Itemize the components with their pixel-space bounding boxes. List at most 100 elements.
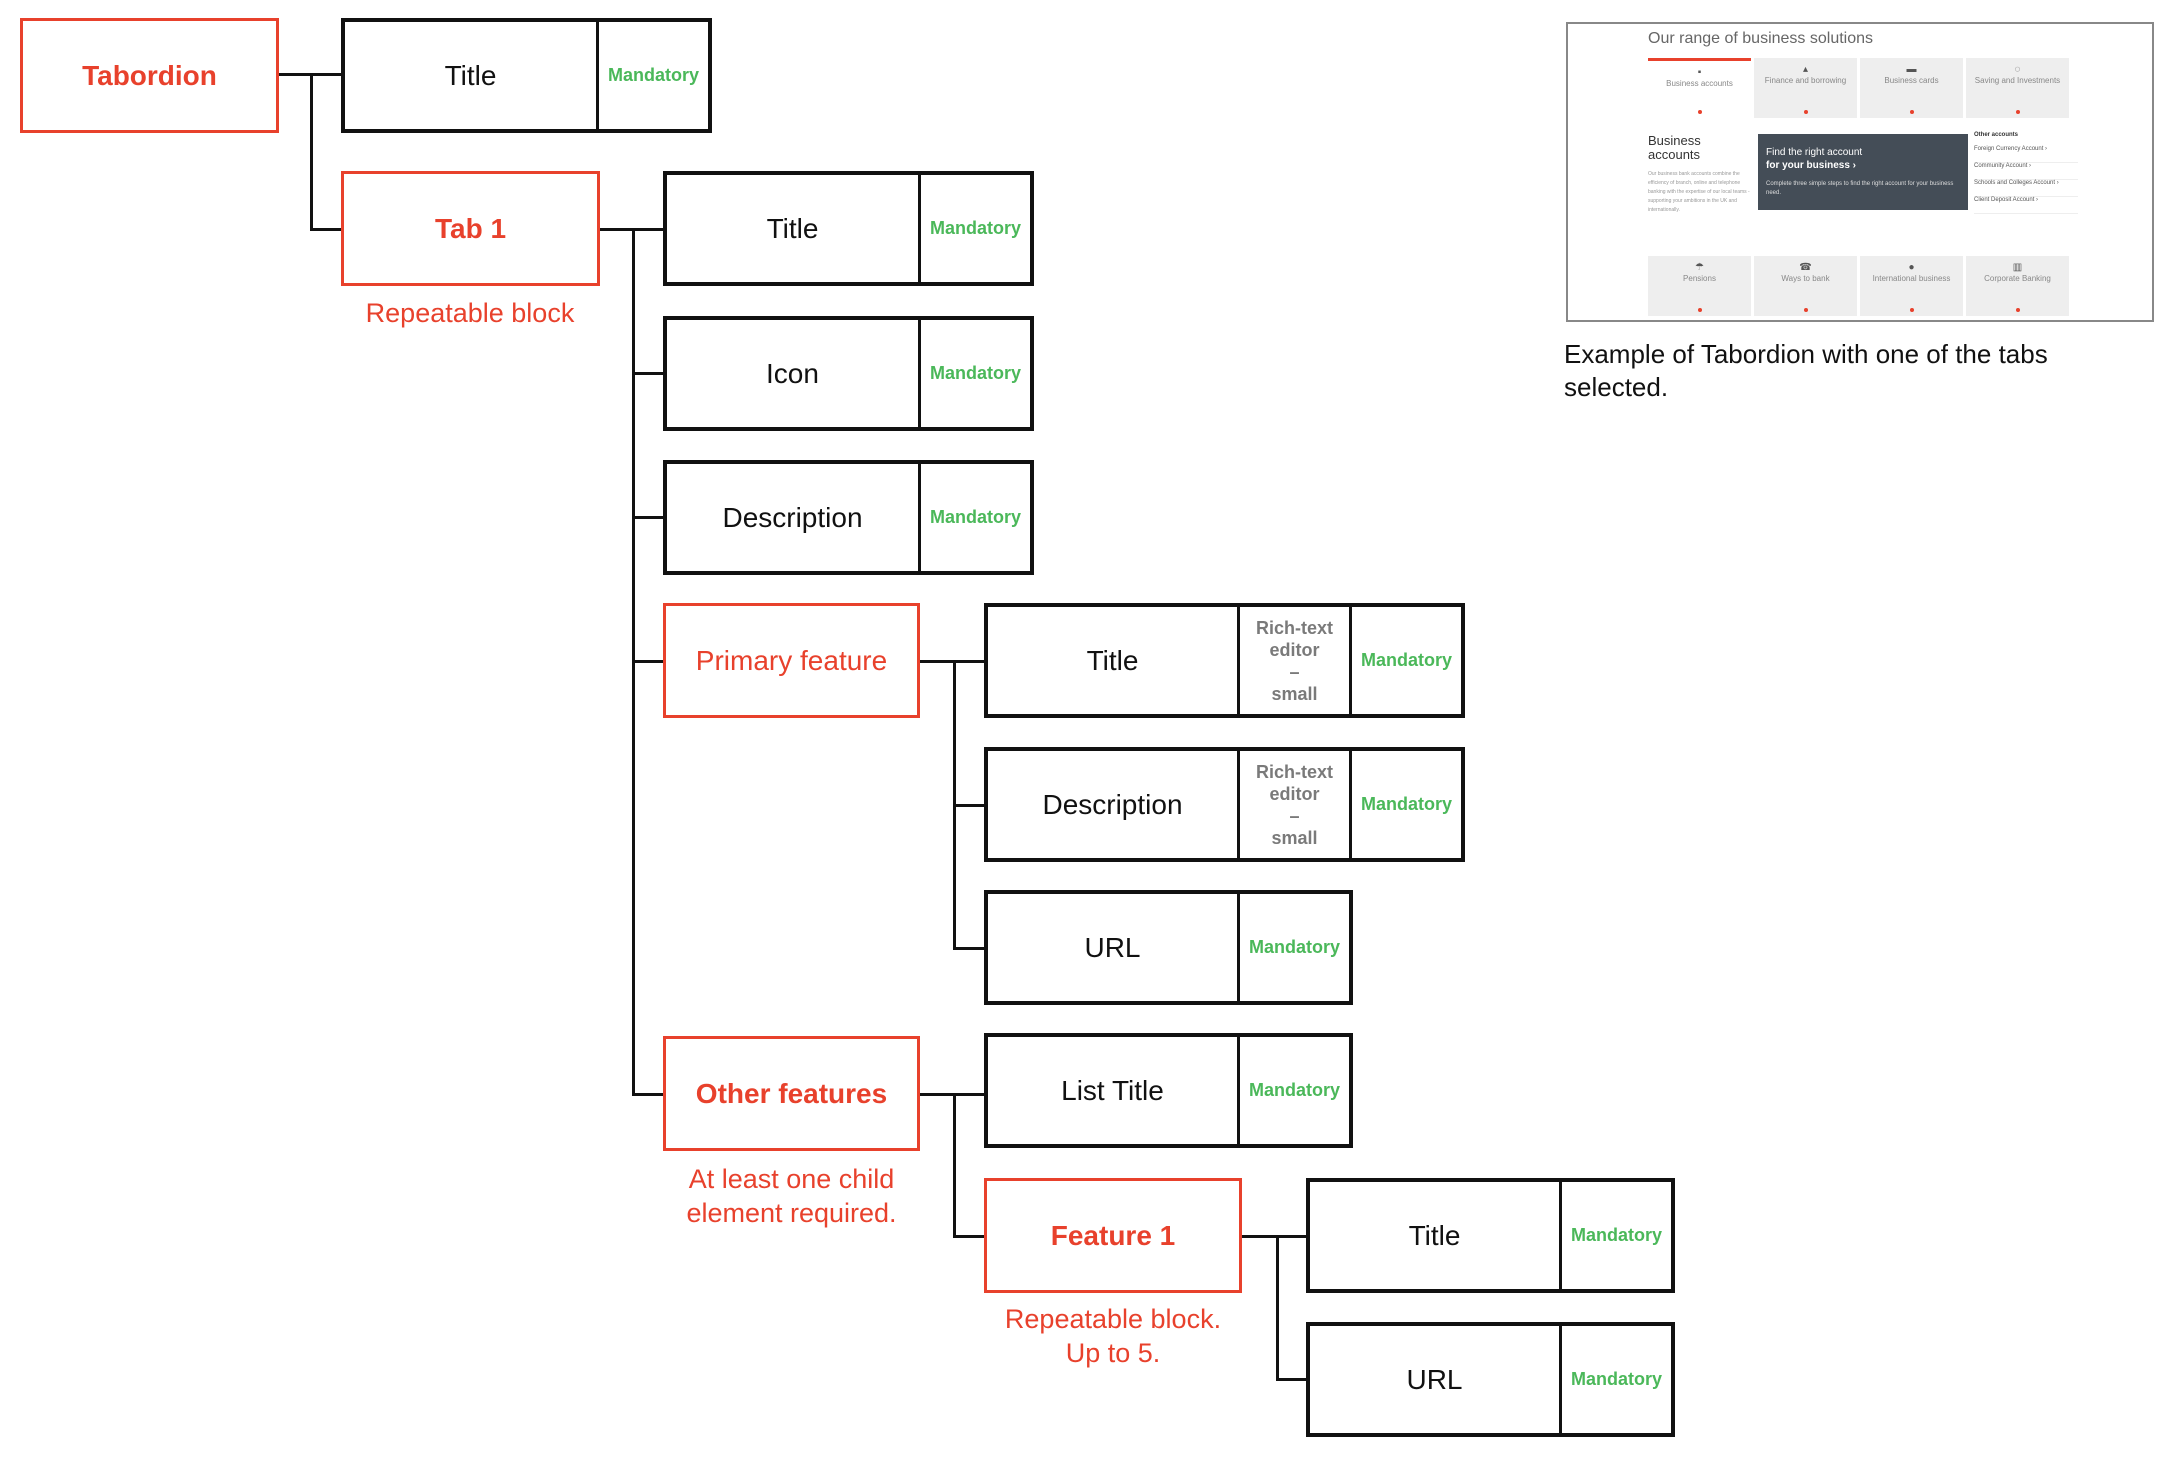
note-line: element required. — [686, 1198, 897, 1228]
connector-line — [632, 516, 667, 519]
primary-title-field: Title Rich-text editor – small Mandatory — [984, 603, 1465, 718]
feature-note: Repeatable block. Up to 5. — [960, 1302, 1266, 1370]
editor-line: – — [1289, 661, 1300, 682]
field-label: Title — [1086, 644, 1139, 676]
preview-tab-saving[interactable]: ◌ Saving and Investments — [1966, 58, 2069, 118]
umbrella-icon: ☂ — [1695, 262, 1704, 273]
mandatory-badge: Mandatory — [1559, 1326, 1671, 1433]
tab-label: Tab 1 — [434, 212, 507, 244]
tab-node: Tab 1 — [341, 171, 600, 286]
preview-tabs-top: ▪ Business accounts ▴ Finance and borrow… — [1648, 58, 2072, 118]
editor-line: Rich-text — [1255, 617, 1333, 638]
feature-title-field: Title Mandatory — [1306, 1178, 1675, 1293]
editor-line: Rich-text — [1255, 761, 1333, 782]
preview-other-item[interactable]: Community Account › — [1974, 163, 2078, 180]
piggy-icon: ◌ — [2014, 64, 2021, 75]
dot-icon — [1697, 308, 1702, 312]
card-icon: ▬ — [1906, 64, 1917, 75]
preview-tab-label: Finance and borrowing — [1764, 76, 1847, 85]
connector-line — [632, 1093, 667, 1096]
preview-feature-title: Find the right account for your business… — [1766, 146, 1906, 172]
editor-line: editor — [1269, 783, 1320, 804]
note-line: Up to 5. — [1065, 1338, 1161, 1368]
tab-icon-field: Icon Mandatory — [663, 316, 1034, 431]
feature-node: Feature 1 — [984, 1178, 1242, 1293]
preview-tab-label: Pensions — [1683, 274, 1716, 283]
connector-line — [1276, 1235, 1279, 1381]
chart-icon: ▴ — [1802, 64, 1809, 75]
field-label: Title — [1408, 1219, 1461, 1251]
preview-other-heading: Other accounts — [1974, 132, 2019, 138]
rich-text-editor-tag: Rich-text editor – small — [1237, 751, 1349, 858]
preview-tab-pensions[interactable]: ☂ Pensions — [1648, 256, 1751, 316]
field-label: Icon — [766, 357, 819, 389]
mandatory-badge: Mandatory — [1237, 894, 1349, 1001]
editor-line: editor — [1269, 639, 1320, 660]
preview-tab-label: Corporate Banking — [1984, 274, 2051, 283]
dot-icon — [1803, 308, 1808, 312]
mandatory-badge: Mandatory — [1349, 751, 1461, 858]
field-label: Description — [1042, 788, 1183, 820]
editor-line: – — [1289, 805, 1300, 826]
dot-icon — [1697, 110, 1702, 114]
field-label: List Title — [1061, 1074, 1164, 1106]
preview-tab-international[interactable]: ● International business — [1860, 256, 1963, 316]
mandatory-badge: Mandatory — [596, 22, 708, 129]
preview-panel-title: Business accounts — [1648, 133, 1701, 162]
mandatory-badge: Mandatory — [918, 175, 1030, 282]
tabordion-label: Tabordion — [82, 59, 217, 91]
preview-feature-description: Complete three simple steps to find the … — [1766, 181, 1954, 196]
tab-title-field: Title Mandatory — [663, 171, 1034, 286]
preview-tab-label: International business — [1872, 274, 1951, 283]
connector-line — [953, 947, 987, 950]
field-label: URL — [1406, 1363, 1463, 1395]
connector-line — [1276, 1378, 1310, 1381]
editor-line: small — [1271, 683, 1318, 704]
field-label: Description — [722, 501, 863, 533]
tab-note: Repeatable block — [365, 298, 575, 328]
other-features-node: Other features — [663, 1036, 920, 1151]
preview-tab-corporate[interactable]: ▥ Corporate Banking — [1966, 256, 2069, 316]
preview-other-item[interactable]: Schools and Colleges Account › — [1974, 180, 2078, 197]
preview-panel-description: Our business bank accounts combine the e… — [1648, 171, 1750, 213]
preview-tab-ways-to-bank[interactable]: ☎ Ways to bank — [1754, 256, 1857, 316]
feature-title-line: Find the right account — [1766, 147, 1863, 158]
connector-line — [1241, 1235, 1310, 1238]
feature-url-field: URL Mandatory — [1306, 1322, 1675, 1437]
feature-title-line: for your business › — [1766, 160, 1857, 171]
field-label: URL — [1084, 931, 1141, 963]
preview-tab-label: Business cards — [1884, 76, 1939, 85]
mandatory-badge: Mandatory — [1237, 1037, 1349, 1144]
other-features-note: At least one child element required. — [640, 1162, 943, 1230]
rich-text-editor-tag: Rich-text editor – small — [1237, 607, 1349, 714]
note-line: At least one child — [688, 1164, 895, 1194]
mandatory-badge: Mandatory — [1349, 607, 1461, 714]
preview-tab-finance[interactable]: ▴ Finance and borrowing — [1754, 58, 1857, 118]
preview-primary-feature[interactable]: Find the right account for your business… — [1758, 134, 1968, 210]
other-features-label: Other features — [695, 1077, 888, 1109]
preview-tab-label: Business accounts — [1666, 79, 1733, 88]
tabordion-node: Tabordion — [20, 18, 279, 133]
mandatory-badge: Mandatory — [1559, 1182, 1671, 1289]
preview-other-item[interactable]: Foreign Currency Account › — [1974, 146, 2078, 163]
preview-other-item[interactable]: Client Deposit Account › — [1974, 197, 2078, 214]
preview-other-features: Other accounts Foreign Currency Account … — [1974, 132, 2078, 214]
preview-tabs-bottom: ☂ Pensions ☎ Ways to bank ● Internationa… — [1648, 256, 2072, 316]
preview-tab-cards[interactable]: ▬ Business cards — [1860, 58, 1963, 118]
preview-heading: Our range of business solutions — [1648, 30, 1874, 47]
list-title-field: List Title Mandatory — [984, 1033, 1353, 1148]
connector-line — [632, 372, 667, 375]
tabordion-example-screenshot: Our range of business solutions ▪ Busine… — [1566, 22, 2154, 322]
connector-line — [310, 228, 346, 231]
mandatory-badge: Mandatory — [918, 320, 1030, 427]
dot-icon — [2015, 110, 2020, 114]
preview-tab-business-accounts[interactable]: ▪ Business accounts — [1648, 58, 1751, 118]
dot-icon — [2015, 308, 2020, 312]
preview-tab-label: Ways to bank — [1781, 274, 1830, 283]
primary-feature-label: Primary feature — [695, 644, 888, 676]
dot-icon — [1803, 110, 1808, 114]
wallet-icon: ▪ — [1697, 67, 1702, 78]
field-label: Title — [766, 212, 819, 244]
editor-line: small — [1271, 827, 1318, 848]
